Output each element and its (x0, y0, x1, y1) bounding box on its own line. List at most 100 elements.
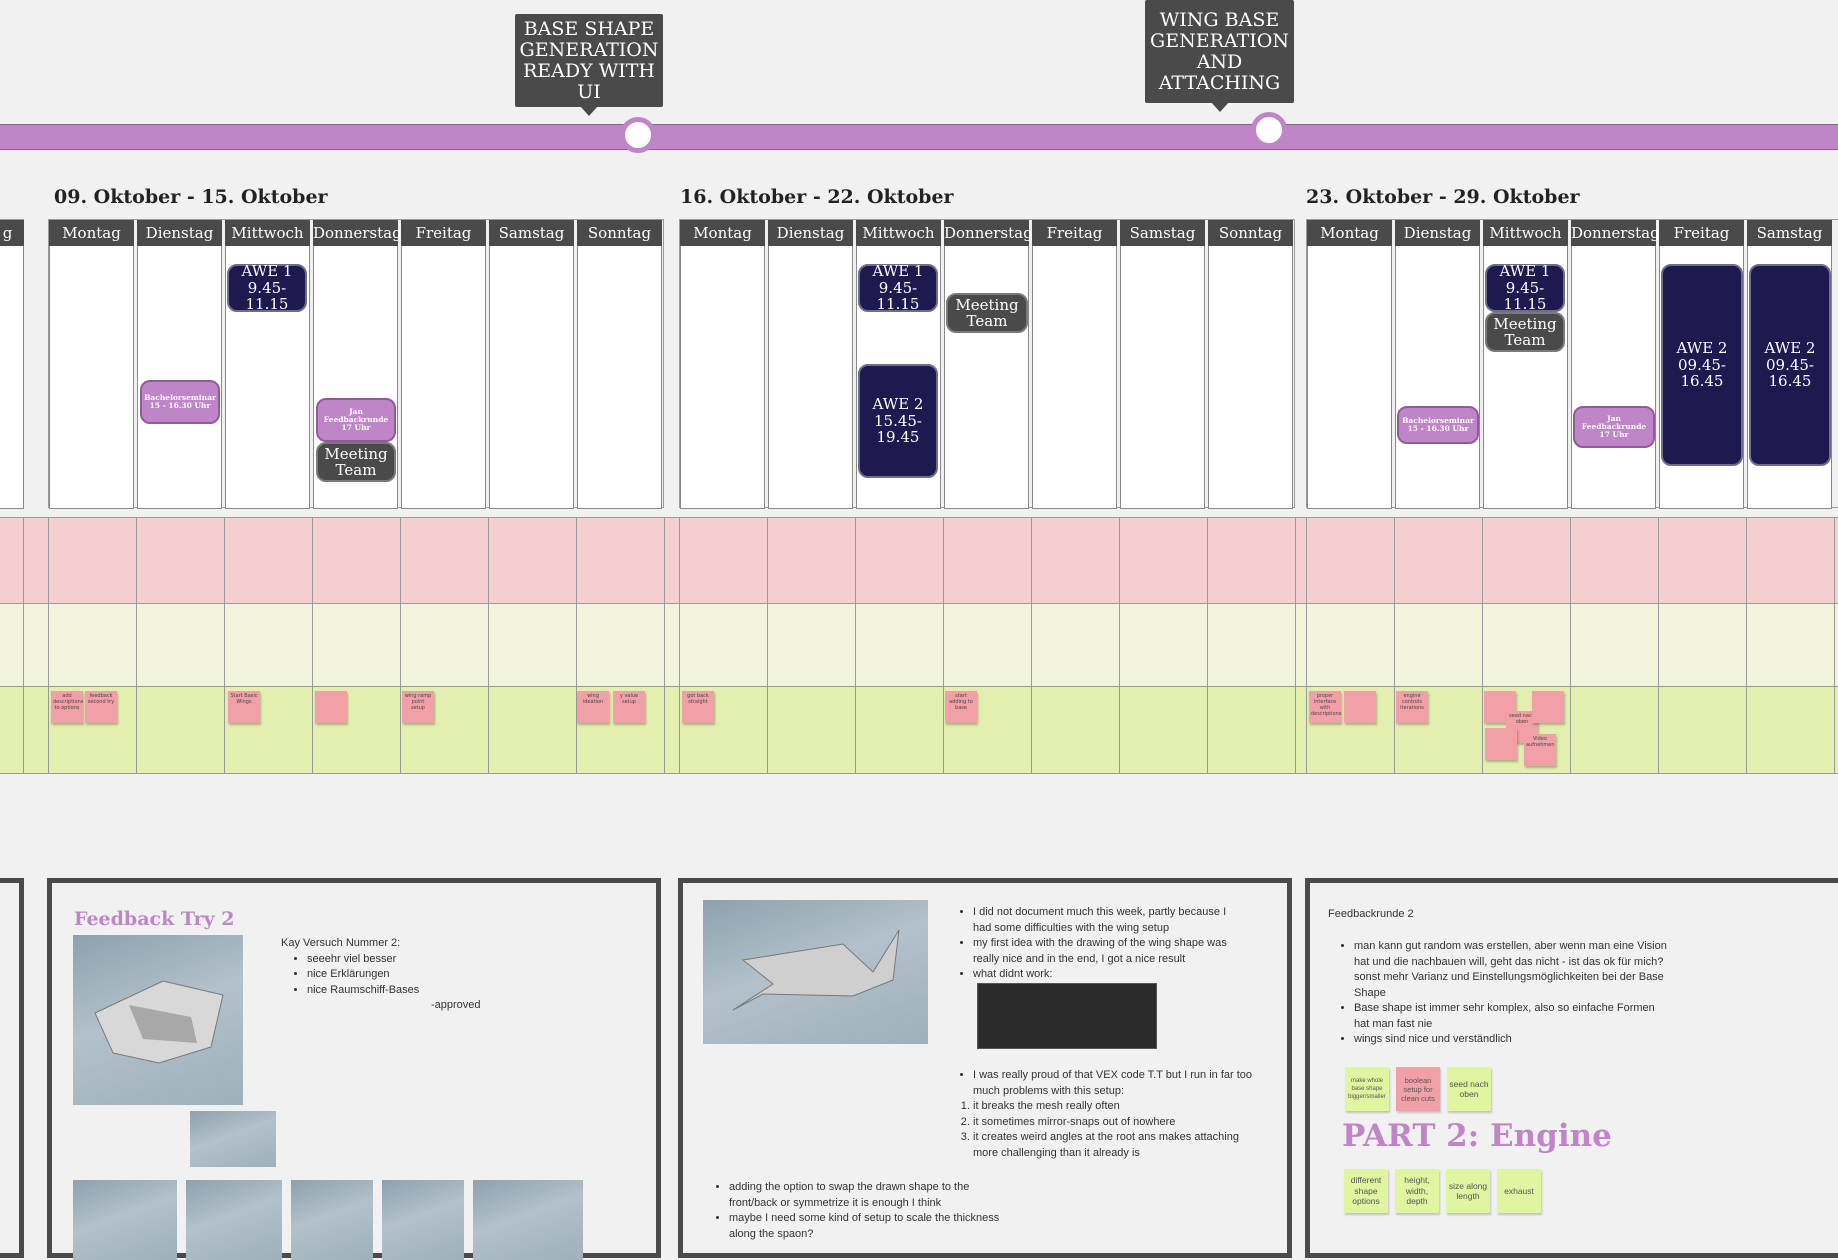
sticky-note[interactable]: Video aufnehmen (1524, 734, 1556, 766)
day-header: Mittwoch (1483, 220, 1568, 246)
doc-title: Feedback Try 2 (74, 908, 235, 930)
doc-title: Feedbackrunde 2 (1328, 908, 1414, 920)
sticky-note[interactable]: y value setup (613, 691, 645, 723)
spaceship-shape (94, 980, 224, 1064)
note-item: maybe I need some kind of setup to scale… (729, 1211, 1003, 1242)
sticky-note[interactable]: seed nach oben (1447, 1067, 1491, 1111)
thumbnail-2 (186, 1180, 282, 1260)
day-header: Dienstag (768, 220, 853, 246)
sticky-note[interactable]: add descriptions to options (51, 691, 83, 723)
event-awe1[interactable]: AWE 1 9.45-11.15 (1485, 263, 1565, 313)
sticky-note[interactable] (1485, 728, 1517, 760)
milestone-base-shape[interactable]: BASE SHAPE GENERATION READY WITH UI (515, 14, 663, 116)
lane-divider (1834, 517, 1835, 774)
sticky-note[interactable]: feedback second try (85, 691, 117, 723)
sticky-note[interactable]: got back straight (682, 691, 714, 723)
day-column-donnerstag[interactable]: Donnerstag (1571, 220, 1660, 509)
day-column-samstag[interactable]: Samstag (489, 220, 574, 509)
doc-wing-setup-notes: I did not document much this week, partl… (678, 878, 1292, 1258)
note-item: what didnt work: (973, 967, 1237, 983)
day-column-sonntag[interactable]: Sonntag (577, 220, 662, 509)
day-column-sonntag[interactable]: Sonntag (1208, 220, 1293, 509)
week-title-1: 09. Oktober - 15. Oktober (54, 186, 328, 208)
day-column-montag[interactable]: Montag (49, 220, 134, 509)
event-meeting-team[interactable]: Meeting Team (316, 442, 396, 482)
lane-red[interactable] (0, 517, 1838, 603)
event-bachelorseminar[interactable]: Bachelorseminar 15 - 16.30 Uhr (140, 380, 220, 424)
sticky-note[interactable]: size along length (1446, 1169, 1490, 1213)
week-3: Montag Dienstag Mittwoch Donnerstag Frei… (1306, 219, 1838, 509)
day-column-montag[interactable]: Montag (680, 220, 765, 509)
event-jan-feedbackrunde[interactable]: Jan Feedbackrunde 17 Uhr (1573, 406, 1655, 448)
sticky-note[interactable]: Start Basic Wings (228, 691, 260, 723)
sticky-note[interactable]: height, width, depth (1395, 1169, 1439, 1213)
lane-divider (224, 517, 225, 774)
day-header: Freitag (1659, 220, 1744, 246)
feedback-item: nice Erklärungen (307, 967, 581, 983)
event-awe2-freitag[interactable]: AWE 2 09.45-16.45 (1661, 264, 1743, 466)
feedback-intro: Kay Versuch Nummer 2: (281, 937, 401, 949)
lane-divider (1394, 517, 1395, 774)
lane-divider (48, 517, 49, 774)
doc-feedback-try-2: Feedback Try 2 Kay Versuch Nummer 2: see… (47, 878, 661, 1260)
sticky-note[interactable]: start adding to base (945, 691, 977, 723)
week-title-3: 23. Oktober - 29. Oktober (1306, 186, 1580, 208)
day-column-dienstag[interactable]: Dienstag (137, 220, 222, 509)
lane-divider (576, 517, 577, 774)
sticky-note[interactable]: proper interface with descriptions (1309, 691, 1341, 723)
day-column-samstag[interactable]: Samstag (1120, 220, 1205, 509)
milestone-label: WING BASE GENERATION AND ATTACHING (1150, 8, 1289, 94)
thumbnail-4 (382, 1180, 464, 1260)
day-header: Donnerstag (944, 220, 1033, 246)
feedback-item: man kann gut random was erstellen, aber … (1354, 939, 1668, 1001)
sticky-note[interactable]: different shape options (1344, 1169, 1388, 1213)
sticky-note[interactable]: exhaust (1497, 1169, 1541, 1213)
event-awe2[interactable]: AWE 2 15.45-19.45 (858, 364, 938, 478)
day-column-montag[interactable]: Montag (1307, 220, 1392, 509)
sticky-note[interactable] (1344, 691, 1376, 723)
feedback-item: Base shape ist immer sehr komplex, also … (1354, 1001, 1668, 1032)
day-header: Dienstag (1395, 220, 1480, 246)
event-jan-feedbackrunde[interactable]: Jan Feedbackrunde 17 Uhr (316, 398, 396, 442)
day-column-dienstag[interactable]: Dienstag (768, 220, 853, 509)
event-meeting-team[interactable]: Meeting Team (946, 293, 1028, 333)
event-bachelorseminar[interactable]: Bachelorseminar 15 - 16.30 Uhr (1397, 406, 1479, 444)
sticky-note[interactable]: wing ideation (577, 691, 609, 723)
sticky-note[interactable]: boolean setup for clean cuts (1396, 1067, 1440, 1111)
day-header: Dienstag (137, 220, 222, 246)
event-awe1[interactable]: AWE 1 9.45-11.15 (858, 263, 938, 313)
day-column[interactable]: g (0, 220, 24, 509)
lane-divider (1031, 517, 1032, 774)
day-column-freitag[interactable]: Freitag (1032, 220, 1117, 509)
lane-cream[interactable] (0, 603, 1838, 686)
day-column-dienstag[interactable]: Dienstag (1395, 220, 1480, 509)
note-item: I was really proud of that VEX code T.T … (973, 1068, 1257, 1099)
doc-frame-partial (0, 878, 24, 1258)
lane-divider (1482, 517, 1483, 774)
event-awe1[interactable]: AWE 1 9.45-11.15 (227, 263, 307, 313)
sticky-note[interactable]: make whole base shape bigger/smaller (1345, 1067, 1389, 1111)
milestone-node-2[interactable] (1251, 112, 1287, 148)
sticky-note[interactable] (1532, 691, 1564, 723)
day-column-freitag[interactable]: Freitag (401, 220, 486, 509)
sticky-note[interactable]: engine controls iterations (1396, 691, 1428, 723)
day-header: Freitag (401, 220, 486, 246)
sticky-note[interactable]: wing ramp point setup (402, 691, 434, 723)
milestone-wing-base[interactable]: WING BASE GENERATION AND ATTACHING (1145, 0, 1294, 112)
lane-divider (1658, 517, 1659, 774)
milestone-node-1[interactable] (620, 117, 656, 153)
part-heading: PART 2: Engine (1342, 1118, 1612, 1154)
feedback-item: nice Raumschiff-Bases (307, 983, 581, 999)
problem-item: it breaks the mesh really often (973, 1099, 1257, 1115)
lane-divider (312, 517, 313, 774)
event-meeting-team[interactable]: Meeting Team (1485, 312, 1565, 352)
lane-divider (664, 517, 665, 774)
sticky-note[interactable] (315, 691, 347, 723)
day-column-donnerstag[interactable]: Donnerstag (944, 220, 1033, 509)
spaceship-render-image (73, 935, 243, 1105)
day-header: Donnerstag (1571, 220, 1660, 246)
lane-divider (855, 517, 856, 774)
week-title-2: 16. Oktober - 22. Oktober (680, 186, 954, 208)
event-awe2-samstag[interactable]: AWE 2 09.45-16.45 (1749, 264, 1831, 466)
wing-render-image (703, 900, 928, 1044)
